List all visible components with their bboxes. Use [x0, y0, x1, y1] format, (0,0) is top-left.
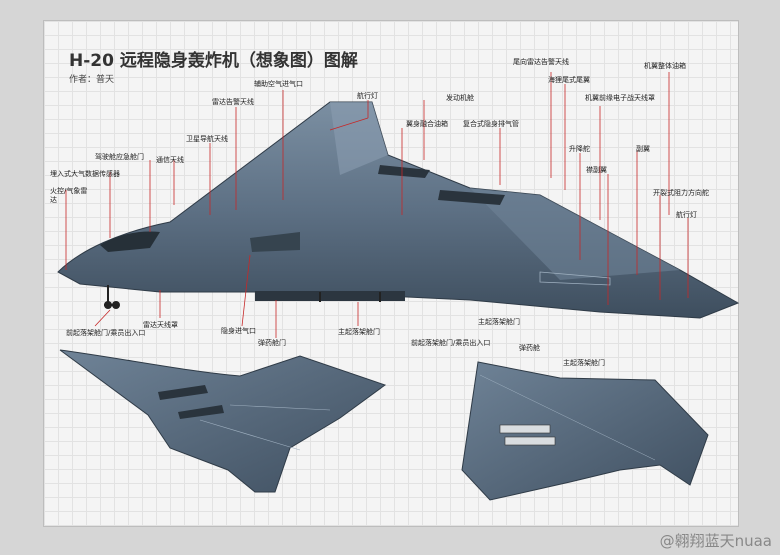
watermark: @翱翔蓝天nuaa — [659, 532, 772, 550]
label-bomb-bay: 弹药舱 — [519, 344, 540, 352]
label-nav-light-top: 航行灯 — [357, 92, 378, 100]
leader-lines — [65, 72, 689, 338]
label-wing-le-ew: 机翼前缘电子战天线罩 — [585, 94, 655, 102]
label-air-data: 埋入式大气数据传感器 — [50, 170, 120, 178]
label-stealth-intake: 隐身进气口 — [221, 327, 256, 335]
label-split-rudder: 开裂式阻力方向舵 — [653, 189, 709, 197]
bomb-bay-left — [499, 424, 551, 434]
label-bomb-bay-door: 弹药舱门 — [258, 339, 286, 347]
label-inner-elevon: 襟副翼 — [586, 166, 607, 174]
underside-view-aircraft — [461, 361, 709, 501]
label-elevon: 升降舵 — [569, 145, 590, 153]
main-aircraft-view — [57, 101, 740, 319]
label-main-gear-door: 主起落架舱门 — [338, 328, 380, 336]
label-radome: 雷达天线罩 — [143, 321, 178, 329]
cockpit-canopy — [100, 231, 160, 252]
label-comm-antenna: 通信天线 — [156, 156, 184, 164]
label-nose-gear-door: 前起落架舱门/乘员出入口 — [66, 329, 146, 337]
main-intake — [250, 232, 300, 252]
label-wing-fuel: 机翼整体油箱 — [644, 62, 686, 70]
bomb-bay-right — [504, 436, 556, 446]
label-blended-fuel: 翼身融合油箱 — [406, 120, 448, 128]
label-nose-gear-door-2: 前起落架舱门/乘员出入口 — [411, 339, 491, 347]
label-tailless-wing: 海狸尾式尾翼 — [548, 76, 590, 84]
label-satnav: 卫星导航天线 — [186, 135, 228, 143]
diagram-title: H-20 远程隐身轰炸机（想象图）图解 — [69, 51, 358, 71]
label-engine-bay: 发动机舱 — [446, 94, 474, 102]
label-main-gear-door-3: 主起落架舱门 — [563, 359, 605, 367]
label-nav-light-right: 航行灯 — [676, 211, 697, 219]
label-tail-radar-warning: 尾向雷达告警天线 — [513, 58, 569, 66]
label-main-gear-door-2: 主起落架舱门 — [478, 318, 520, 326]
bomb-bay-doors-open — [255, 291, 405, 301]
label-aileron: 副翼 — [636, 145, 650, 153]
author-credit: 作者：普天 — [69, 75, 115, 85]
label-radar-warning: 雷达告警天线 — [212, 98, 254, 106]
top-view-aircraft — [59, 349, 387, 493]
label-aux-intake: 辅助空气进气口 — [254, 80, 303, 88]
label-stealth-exhaust: 复合式隐身排气管 — [463, 120, 519, 128]
label-fire-radar: 火控/气象雷达 — [50, 187, 88, 204]
label-cockpit-hatch: 驾驶舱应急舱门 — [95, 153, 144, 161]
